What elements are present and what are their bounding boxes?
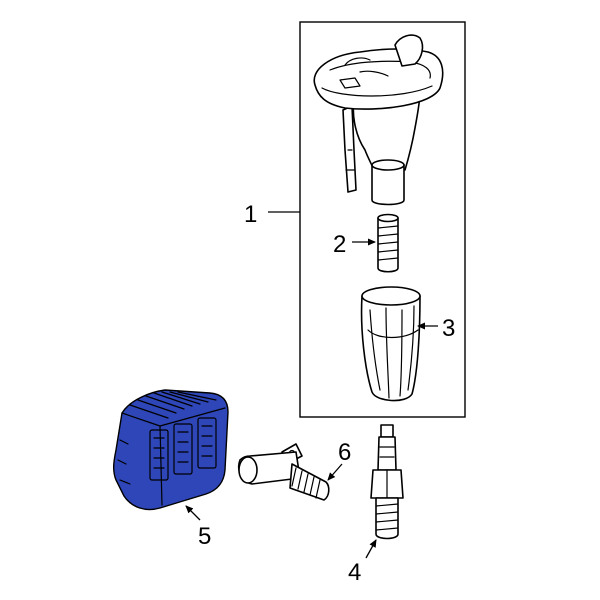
leader-6 <box>327 463 343 481</box>
spark-plug-icon[interactable] <box>370 424 404 540</box>
callout-1: 1 <box>244 201 257 228</box>
ecm-body <box>113 389 229 511</box>
coil-spring-icon[interactable] <box>377 213 399 273</box>
assembly-frame <box>299 21 466 418</box>
callout-6: 6 <box>338 439 351 466</box>
callout-5: 5 <box>198 523 211 550</box>
callout-2: 2 <box>333 231 346 258</box>
callout-4: 4 <box>348 559 361 586</box>
coil-boot-icon[interactable] <box>360 286 421 402</box>
callout-3: 3 <box>442 315 455 342</box>
camshaft-sensor-icon[interactable] <box>237 443 330 501</box>
leader-4 <box>365 539 377 559</box>
engine-control-module-icon[interactable] <box>113 389 229 511</box>
leader-5 <box>185 505 201 521</box>
ignition-coil-icon[interactable] <box>313 34 444 206</box>
